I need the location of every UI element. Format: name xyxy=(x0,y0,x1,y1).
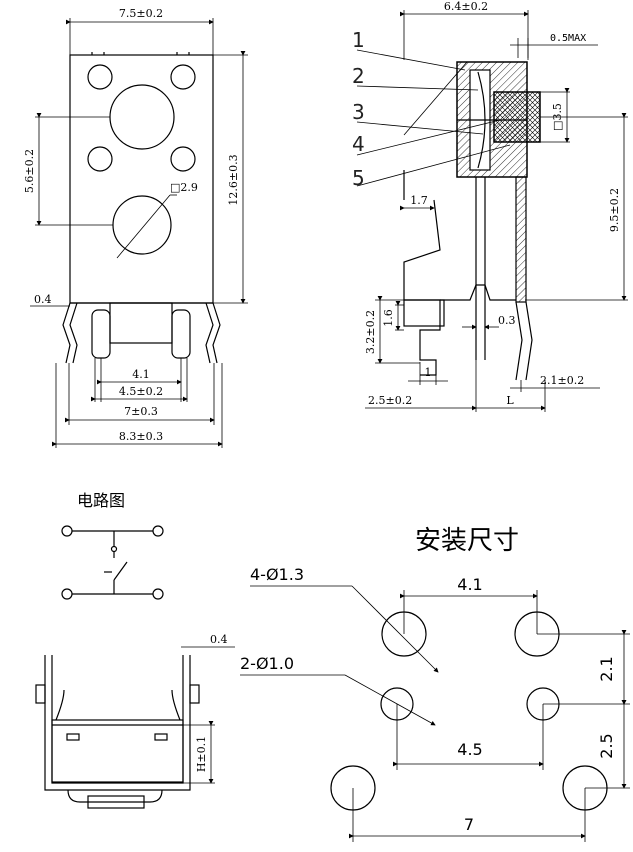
lead-pin xyxy=(91,309,111,359)
switch-body xyxy=(69,54,214,304)
side-width-label: 6.4±0.2 xyxy=(444,0,488,13)
part-label-2: 2 xyxy=(352,64,365,88)
part-label-1: 1 xyxy=(352,28,365,52)
hole-small-label: 2-Ø1.0 xyxy=(240,654,294,673)
hole-large-label: 4-Ø1.3 xyxy=(250,565,304,584)
dim-4-5-label: 4.5±0.2 xyxy=(119,385,163,398)
corner-hole xyxy=(87,64,113,90)
max-label: 0.5MAX xyxy=(550,33,586,44)
dim-2-5-label: 2.5±0.2 xyxy=(368,394,412,407)
mounting-title: 安装尺寸 xyxy=(415,526,519,556)
circuit-diagram: 电路图 xyxy=(61,491,164,600)
actuator-square-label: □2.9 xyxy=(170,181,198,194)
dim-1-7-label: 1.7 xyxy=(410,194,428,207)
dim-7-label: 7±0.3 xyxy=(124,405,158,418)
mount-dim-2-5: 2.5 xyxy=(597,733,616,758)
mount-dim-2-1: 2.1 xyxy=(597,656,616,681)
dim-1-6-label: 1.6 xyxy=(382,309,395,327)
lead-thickness-label: 0.4 xyxy=(34,293,52,306)
front-height-label: 12.6±0.3 xyxy=(227,154,240,205)
actuator-circle xyxy=(109,84,175,150)
left-lead xyxy=(62,302,78,364)
actuator-section xyxy=(493,91,541,143)
bottom-view: 0.4 H±0.1 xyxy=(35,633,235,809)
height-9-5-label: 9.5±0.2 xyxy=(608,188,621,232)
base-block xyxy=(109,302,173,344)
front-width-label: 7.5±0.2 xyxy=(119,7,163,20)
circuit-title: 电路图 xyxy=(77,491,125,510)
side-view: 6.4±0.2 0.5MAX 1 2 3 4 5 □3.5 9.5±0.2 xyxy=(352,0,628,412)
mount-dim-4-1: 4.1 xyxy=(457,575,482,594)
dim-1-label: 1 xyxy=(425,366,432,379)
dim-3-2-label: 3.2±0.2 xyxy=(364,310,377,354)
dim-0-3-label: 0.3 xyxy=(498,314,516,327)
part-label-4: 4 xyxy=(352,132,365,156)
front-left-height-label: 5.6±0.2 xyxy=(23,149,36,193)
mount-dim-7: 7 xyxy=(464,815,474,834)
lead-pin xyxy=(171,309,191,359)
dim-L-label: L xyxy=(506,394,514,407)
bottom-height-label: H±0.1 xyxy=(195,736,208,772)
corner-hole xyxy=(170,64,196,90)
part-label-5: 5 xyxy=(352,166,365,190)
dim-4-1-label: 4.1 xyxy=(132,368,150,381)
dim-2-1-label: 2.1±0.2 xyxy=(540,374,584,387)
right-lead xyxy=(205,302,221,364)
bottom-thickness-label: 0.4 xyxy=(210,633,228,646)
corner-hole xyxy=(87,146,113,172)
corner-hole xyxy=(170,146,196,172)
mount-dim-4-5: 4.5 xyxy=(457,740,482,759)
part-label-3: 3 xyxy=(352,100,365,124)
dim-8-3-label: 8.3±0.3 xyxy=(119,430,163,443)
mounting-dimensions: 安装尺寸 4-Ø1.3 2-Ø1.0 4.1 4.5 7 2.1 xyxy=(240,526,630,842)
front-view: 7.5±0.2 □2.9 12.6±0.3 5.6±0.2 xyxy=(23,7,248,448)
